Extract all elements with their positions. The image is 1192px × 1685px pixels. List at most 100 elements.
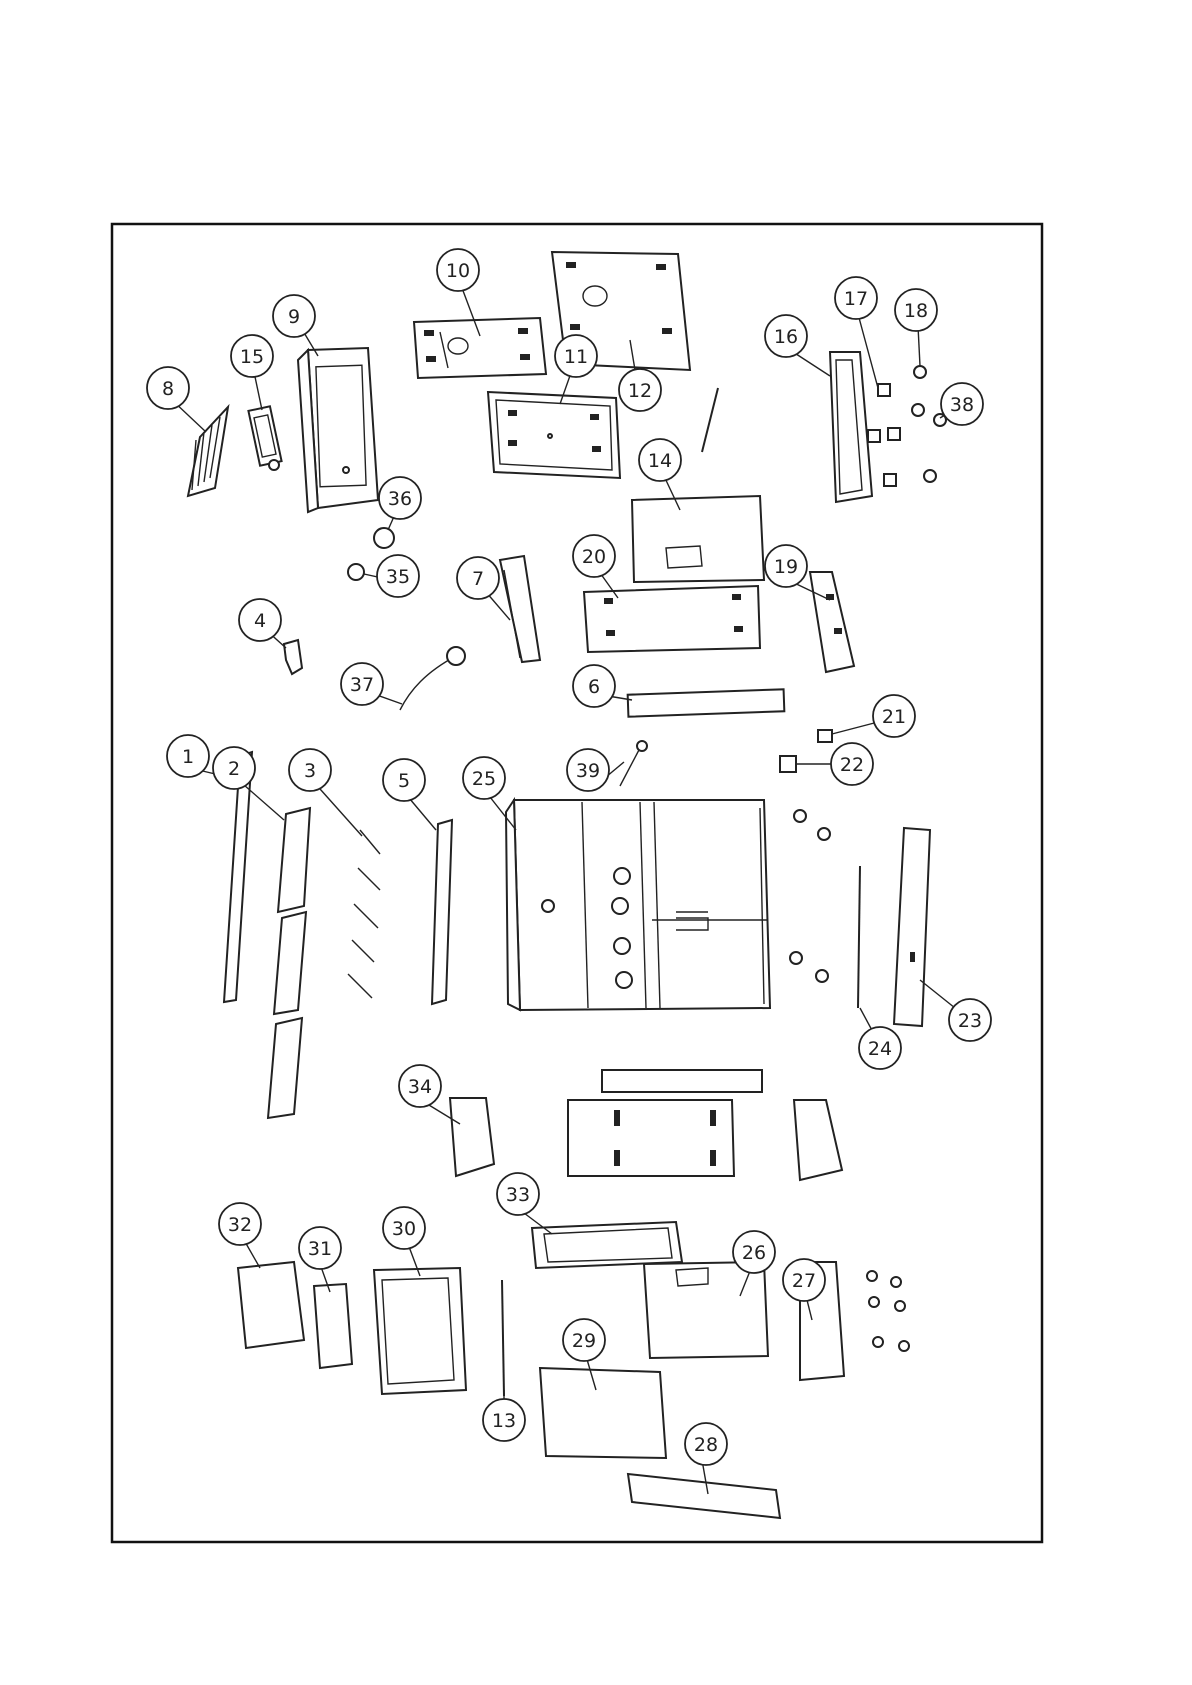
callout-6: 6	[573, 665, 632, 707]
part-35-knob	[348, 564, 364, 580]
callout-4: 4	[239, 599, 286, 648]
callout-35: 35	[364, 555, 419, 597]
callout-number: 28	[694, 1434, 718, 1456]
callout-25: 25	[463, 757, 516, 830]
callout-number: 18	[904, 300, 928, 322]
part-16-bottom-tray	[830, 352, 872, 502]
part-17-clips	[868, 384, 900, 486]
callout-number: 32	[228, 1214, 252, 1236]
callout-number: 25	[472, 768, 496, 790]
body-casters	[790, 810, 830, 982]
part-4-bracket	[284, 640, 302, 674]
callout-20: 20	[573, 535, 618, 598]
callout-18: 18	[895, 289, 937, 366]
callout-number: 22	[840, 754, 864, 776]
part-3-flame-tamers	[348, 830, 380, 998]
callout-15: 15	[231, 335, 273, 410]
callout-number: 34	[408, 1076, 432, 1098]
callout-number: 29	[572, 1330, 596, 1352]
part-lower-bracket	[794, 1100, 842, 1180]
callout-30: 30	[383, 1207, 425, 1276]
callout-number: 38	[950, 394, 974, 416]
callout-number: 26	[742, 1242, 766, 1264]
callout-number: 33	[506, 1184, 530, 1206]
callout-number: 37	[350, 674, 374, 696]
callout-23: 23	[920, 980, 991, 1041]
callout-number: 21	[882, 706, 906, 728]
part-30-side-box	[374, 1268, 466, 1394]
callout-number: 23	[958, 1010, 982, 1032]
part-13-rod	[502, 1280, 504, 1396]
part-33-frame	[532, 1222, 682, 1268]
part-7-wedge	[500, 556, 540, 662]
callout-number: 16	[774, 326, 798, 348]
part-20-panel	[584, 586, 760, 652]
part-6-rail	[628, 689, 785, 716]
part-32-bin	[238, 1262, 304, 1348]
part-22-bracket	[780, 756, 796, 772]
callout-13: 13	[483, 1390, 525, 1441]
part-23-side-panel	[894, 828, 930, 1026]
callout-11: 11	[555, 335, 597, 404]
callout-32: 32	[219, 1203, 261, 1268]
callout-number: 30	[392, 1218, 416, 1240]
part-2-cooking-grates	[268, 808, 310, 1118]
part-15-burner	[248, 406, 281, 470]
callout-number: 3	[304, 760, 316, 782]
part-36-knob	[374, 528, 394, 548]
part-37-hose	[400, 647, 465, 710]
callout-number: 31	[308, 1238, 332, 1260]
callout-22: 22	[796, 743, 873, 785]
part-rod	[702, 388, 718, 452]
callout-number: 6	[588, 676, 600, 698]
callout-number: 2	[228, 758, 240, 780]
part-9-rear-housing	[298, 348, 378, 512]
callout-36: 36	[379, 477, 421, 530]
callout-9: 9	[273, 295, 318, 356]
callout-number: 20	[582, 546, 606, 568]
callout-8: 8	[147, 367, 206, 432]
part-34-corner	[450, 1098, 494, 1176]
part-29-panel	[540, 1368, 666, 1458]
part-31-box	[314, 1284, 352, 1368]
callout-number: 39	[576, 760, 600, 782]
part-10-panel	[414, 318, 546, 378]
part-21-bracket	[818, 730, 832, 742]
part-28-panel	[628, 1474, 780, 1518]
callout-number: 4	[254, 610, 266, 632]
callout-number: 11	[564, 346, 588, 368]
callout-5: 5	[383, 759, 436, 830]
callout-31: 31	[299, 1227, 341, 1292]
callout-16: 16	[765, 315, 830, 376]
callout-21: 21	[832, 695, 915, 737]
part-long-bar	[602, 1070, 762, 1092]
part-19-side-bracket	[810, 572, 854, 672]
part-11-frame	[488, 392, 620, 478]
callout-number: 5	[398, 770, 410, 792]
part-5-frame	[432, 820, 452, 1004]
callout-number: 9	[288, 306, 300, 328]
callout-number: 10	[446, 260, 470, 282]
part-25-grill-body	[506, 800, 770, 1010]
callout-number: 17	[844, 288, 868, 310]
callout-37: 37	[341, 663, 402, 705]
part-18-38-casters	[912, 366, 946, 482]
callout-number: 14	[648, 450, 672, 472]
callout-33: 33	[497, 1173, 552, 1234]
callout-number: 1	[182, 746, 194, 768]
callout-number: 19	[774, 556, 798, 578]
callout-number: 13	[492, 1410, 516, 1432]
part-mid-panel	[568, 1100, 734, 1176]
callout-number: 12	[628, 380, 652, 402]
callout-38: 38	[940, 383, 983, 425]
callout-number: 7	[472, 568, 484, 590]
callout-number: 35	[386, 566, 410, 588]
lower-casters	[867, 1271, 909, 1351]
callout-number: 36	[388, 488, 412, 510]
part-14-door	[632, 496, 764, 582]
callout-number: 8	[162, 378, 174, 400]
callout-39: 39	[567, 749, 624, 791]
callout-number: 24	[868, 1038, 892, 1060]
callout-number: 15	[240, 346, 264, 368]
